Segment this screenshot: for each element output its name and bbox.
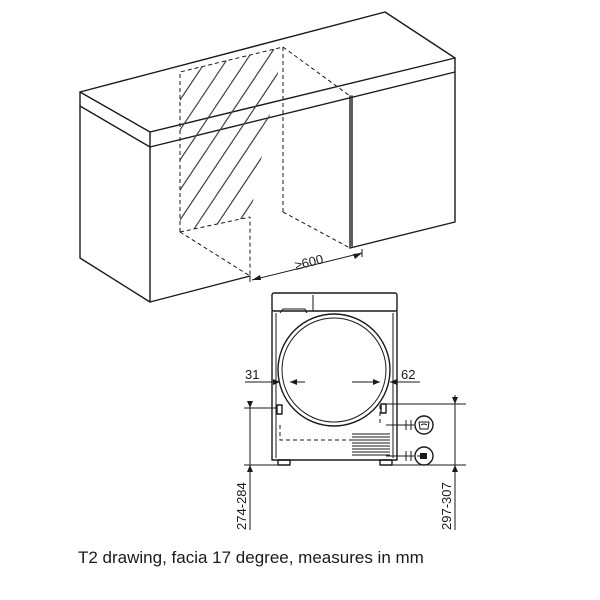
power-plug-icon: [386, 446, 434, 466]
vent-grille: [352, 432, 390, 458]
recess-width-label: ≥600: [293, 251, 325, 273]
water-outlet-icon: [386, 415, 434, 435]
right-offset-label: 62: [401, 367, 415, 382]
right-height-label: 297-307: [439, 482, 454, 530]
right-dimensions: 62 297-307: [352, 367, 466, 530]
recess-width-dimension: ≥600: [249, 249, 363, 282]
left-dimensions: 31 274-284: [234, 367, 305, 530]
appliance-recess: [179, 46, 351, 277]
dryer-front-view: [271, 292, 398, 466]
diagram-caption: T2 drawing, facia 17 degree, measures in…: [78, 548, 424, 567]
left-offset-label: 31: [245, 367, 259, 382]
left-height-label: 274-284: [234, 482, 249, 530]
kitchen-cabinet: [79, 11, 456, 303]
